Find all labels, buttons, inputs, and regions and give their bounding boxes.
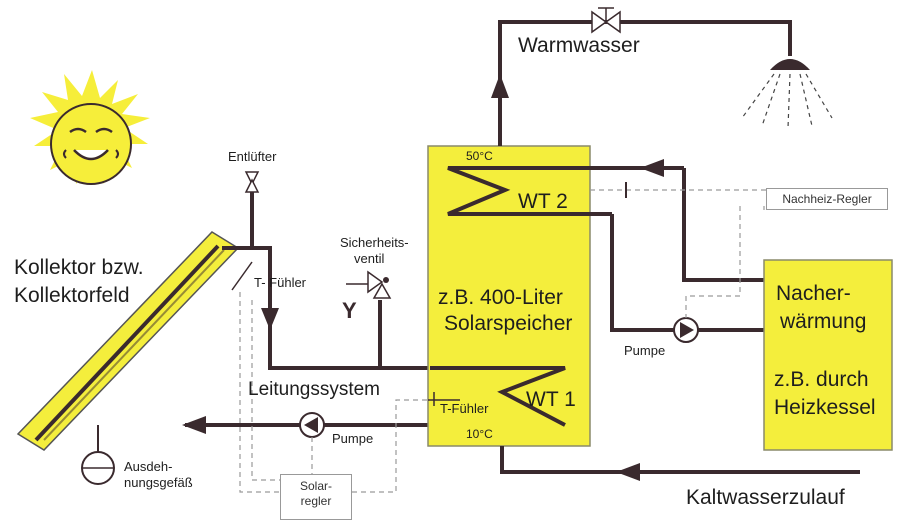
flow-arrow-left bbox=[182, 416, 206, 434]
label-speicher-2: Solarspeicher bbox=[444, 312, 573, 335]
label-wt2: WT 2 bbox=[518, 190, 568, 213]
label-temp-bottom: 10°C bbox=[466, 427, 493, 441]
label-sicherheitsventil-1: Sicherheits- bbox=[340, 235, 409, 250]
label-nacherwaermung-2: wärmung bbox=[780, 310, 867, 333]
sun-icon bbox=[30, 70, 150, 185]
safety-valve-icon: Y bbox=[342, 270, 392, 323]
label-nacherwaermung-3: z.B. durch bbox=[774, 368, 869, 391]
solar-regler-label-1: Solar- bbox=[299, 479, 332, 493]
flow-arrow-wt2 bbox=[640, 159, 664, 177]
label-leitungssystem: Leitungssystem bbox=[248, 379, 381, 400]
flow-arrow-down bbox=[261, 308, 279, 330]
label-wt1: WT 1 bbox=[526, 388, 576, 411]
label-entluefter: Entlüfter bbox=[228, 149, 277, 164]
label-t-fuehler-bottom: T-Fühler bbox=[440, 401, 489, 416]
flow-arrow-up bbox=[491, 74, 509, 98]
aux-heating-pipes bbox=[610, 168, 764, 332]
label-kollektor-1: Kollektor bzw. bbox=[14, 256, 144, 279]
solar-regler-label-2: regler bbox=[300, 494, 332, 508]
label-temp-top: 50°C bbox=[466, 149, 493, 163]
pump-icon-left bbox=[299, 412, 325, 438]
heat-exchanger-wt2 bbox=[447, 166, 684, 216]
label-ausdehnung-2: nungsgefäß bbox=[124, 475, 193, 490]
label-kollektor-2: Kollektorfeld bbox=[14, 284, 130, 307]
air-vent-icon bbox=[244, 171, 260, 193]
label-warmwasser: Warmwasser bbox=[518, 34, 640, 57]
pump-icon-right bbox=[673, 317, 699, 343]
control-wires bbox=[239, 189, 766, 493]
flow-arrow-cold bbox=[616, 463, 640, 481]
label-pumpe-left: Pumpe bbox=[332, 431, 374, 446]
label-speicher-1: z.B. 400-Liter bbox=[438, 286, 563, 309]
solar-regler-box: Solar- regler bbox=[280, 474, 352, 520]
collector-panel bbox=[16, 231, 240, 451]
valve-icon bbox=[591, 7, 621, 34]
label-ausdehnung-1: Ausdeh- bbox=[124, 459, 173, 474]
temperature-sensor-icon bbox=[231, 261, 253, 291]
label-nacherwaermung-1: Nacher- bbox=[776, 282, 851, 305]
label-kaltwasserzulauf: Kaltwasserzulauf bbox=[686, 486, 845, 509]
auxiliary-heater-box bbox=[763, 259, 893, 451]
cold-water-pipe bbox=[500, 446, 860, 474]
shower-icon bbox=[741, 59, 833, 129]
expansion-vessel-icon bbox=[81, 425, 115, 485]
nachheiz-regler-box: Nachheiz-Regler bbox=[766, 188, 888, 210]
label-nacherwaermung-4: Heizkessel bbox=[774, 396, 876, 419]
svg-text:Y: Y bbox=[342, 298, 357, 323]
heat-exchanger-wt1 bbox=[430, 366, 566, 427]
label-sicherheitsventil-2: ventil bbox=[354, 251, 385, 266]
label-t-fuehler-top: T- Fühler bbox=[254, 275, 307, 290]
label-pumpe-right: Pumpe bbox=[624, 343, 666, 358]
